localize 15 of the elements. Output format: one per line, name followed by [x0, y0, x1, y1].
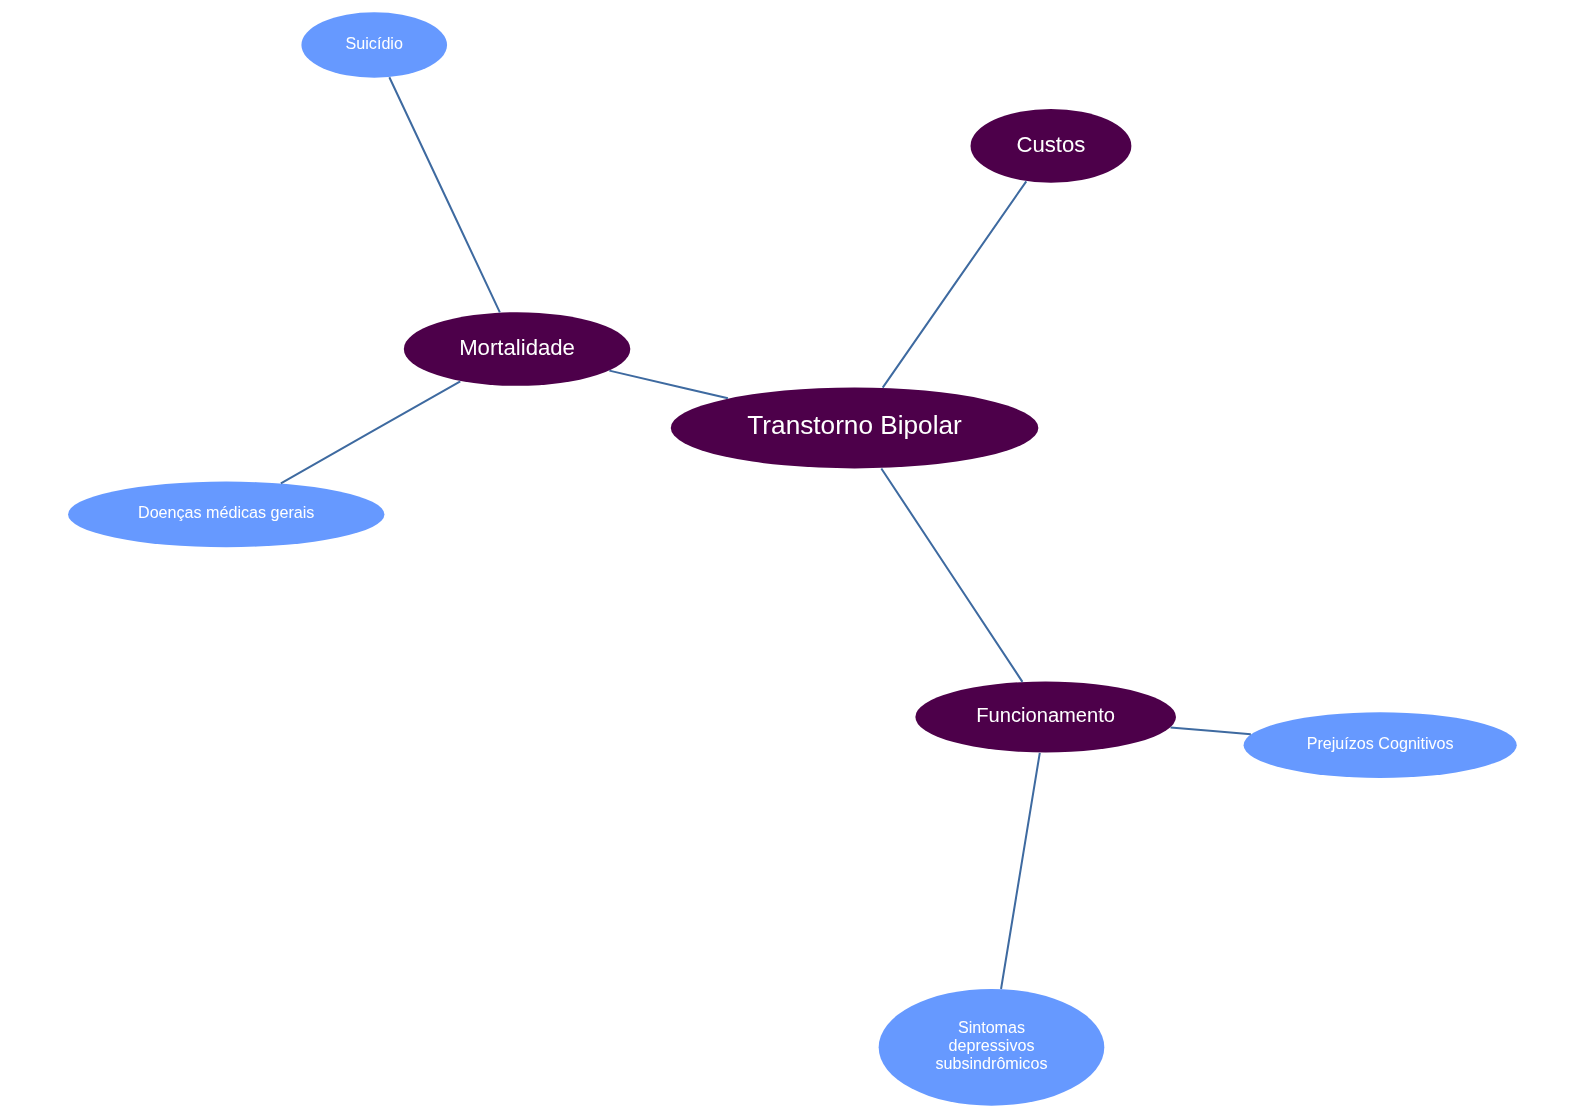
- node-ellipse: Doenças médicas gerais: [68, 481, 385, 548]
- connector: [609, 369, 729, 400]
- connector: [1170, 726, 1251, 736]
- connector: [1000, 752, 1041, 990]
- connector: [880, 467, 1024, 683]
- node-ellipse: Prejuízos Cognitivos: [1243, 712, 1517, 778]
- node-ellipse: Suicídio: [301, 12, 448, 78]
- node-ellipse: Sintomas depressivos subsindrômicos: [878, 988, 1105, 1106]
- node-ellipse: Custos: [970, 109, 1132, 183]
- node-ellipse: Mortalidade: [403, 312, 631, 386]
- connector: [881, 180, 1028, 389]
- node-ellipse: Transtorno Bipolar: [670, 387, 1039, 469]
- node-ellipse: Funcionamento: [915, 681, 1176, 753]
- connector: [388, 76, 501, 313]
- connector: [280, 380, 461, 485]
